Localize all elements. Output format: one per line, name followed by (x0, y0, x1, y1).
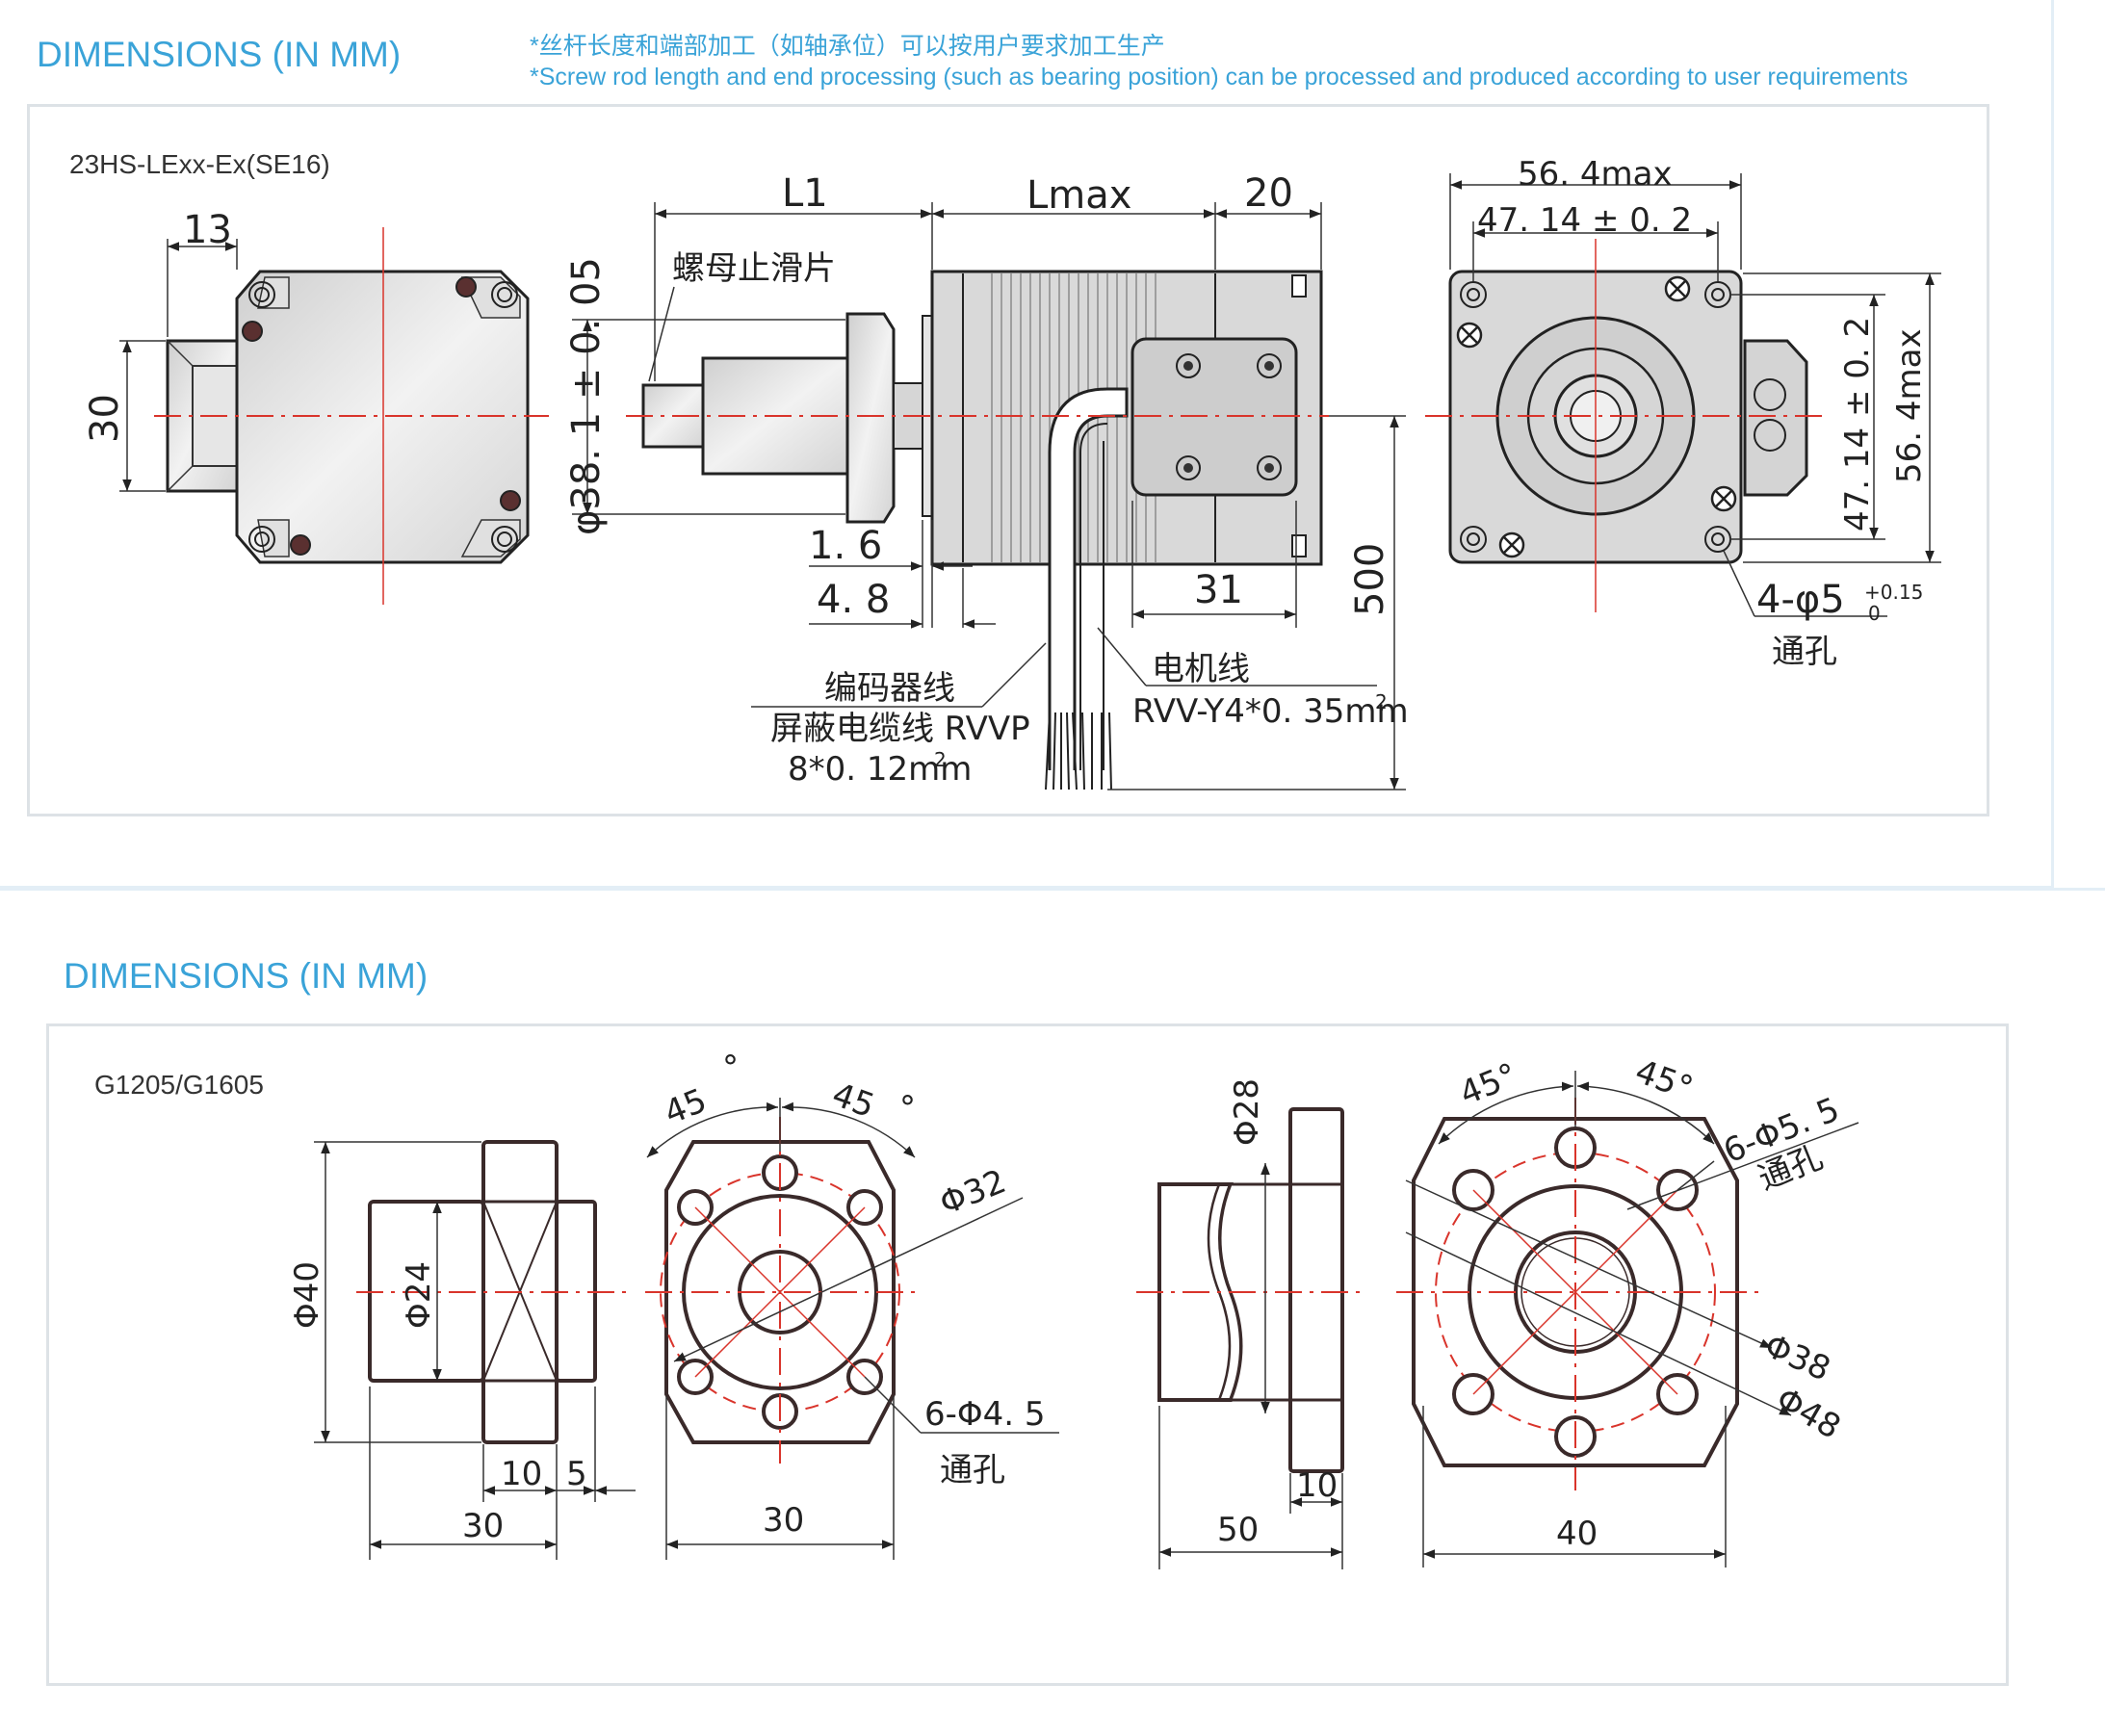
dim-40-b: 40 (1556, 1515, 1598, 1553)
dim-Lmax: Lmax (1027, 173, 1131, 218)
motor-rear-view (1425, 239, 1830, 612)
dim-phi24: Φ24 (400, 1261, 438, 1329)
dim-L1: L1 (782, 171, 828, 216)
dim-47-14-w: 47. 14 ± 0. 2 (1477, 201, 1692, 240)
motor-body-square (235, 270, 530, 564)
motor-front-view (154, 227, 549, 605)
dim-500: 500 (1348, 543, 1392, 616)
top-notes: *丝杆长度和端部加工（如轴承位）可以按用户要求加工生产 *Screw rod l… (530, 31, 1908, 92)
dim-phi40: Φ40 (288, 1261, 326, 1329)
nut-side-view-2 (1136, 1107, 1367, 1473)
label-through-hole-top: 通孔 (1772, 633, 1837, 671)
motor-side-view (626, 270, 1329, 790)
label-encoder-cable: 编码器线 (824, 669, 955, 708)
note-english: *Screw rod length and end processing (su… (530, 64, 1909, 91)
front-view-dims: 13 30 (83, 208, 238, 492)
dim-phi28: Φ28 (1228, 1078, 1266, 1146)
dim-56-4max-w: 56. 4max (1518, 155, 1673, 194)
dim-phi48: Φ48 (1770, 1380, 1848, 1447)
label-motor-cable: 电机线 (1152, 650, 1250, 688)
dim-20: 20 (1244, 171, 1293, 216)
label-nut-plate: 螺母止滑片 (672, 249, 836, 288)
label-motor-spec-sup: 2 (1375, 690, 1388, 713)
nut-flange (845, 312, 896, 524)
dim-6-holes-4-5: 6-Φ4. 5 (924, 1395, 1046, 1434)
label-encoder-spec-sup: 2 (934, 748, 947, 771)
bottom-dimensions-panel: DIMENSIONS (IN MM) (0, 888, 2105, 1736)
dim-30-b: 30 (763, 1501, 804, 1540)
encoder-cable (1048, 387, 1129, 770)
dim-10-b: 10 (1296, 1466, 1338, 1505)
dim-shaft-diameter: φ38. 1 ± 0. 05 (564, 257, 609, 535)
angle-45-right: 45 (827, 1075, 879, 1126)
dim-holes-tol-upper: +0.15 (1864, 581, 1923, 604)
note-chinese: *丝杆长度和端部加工（如轴承位）可以按用户要求加工生产 (530, 33, 1165, 60)
dim-4-8: 4. 8 (817, 578, 890, 622)
dim-4-holes: 4-φ5 (1756, 578, 1845, 622)
dim-31: 31 (1194, 568, 1243, 612)
dim-13: 13 (183, 208, 232, 252)
nut-side-view-2-dims: Φ28 10 50 (1158, 1078, 1343, 1569)
dim-47-14-h: 47. 14 ± 0. 2 (1838, 317, 1877, 531)
dim-5: 5 (566, 1455, 587, 1493)
dim-10-a: 10 (501, 1455, 542, 1493)
top-model-label: 23HS-LExx-Ex(SE16) (69, 149, 330, 179)
angle-45-right-2: 45° (1630, 1052, 1698, 1108)
dim-1-6: 1. 6 (809, 524, 882, 568)
nut-side-view-1 (356, 1140, 626, 1444)
rear-view-dims: 56. 4max 47. 14 ± 0. 2 47. 14 ± 0. 2 56.… (1449, 155, 1941, 671)
side-view-dims: L1 Lmax 20 φ38. 1 ± 0. 05 螺母止滑片 1. 6 4. … (564, 171, 1409, 790)
label-encoder-spec: 8*0. 12mm (788, 750, 972, 789)
dim-30-a: 30 (462, 1507, 504, 1545)
label-encoder-shield: 屏蔽电缆线 RVVP (770, 710, 1030, 748)
angle-45-left-deg: ° (722, 1049, 739, 1087)
dim-phi38: Φ38 (1758, 1327, 1835, 1389)
label-motor-spec: RVV-Y4*0. 35mm (1132, 692, 1409, 731)
nut-flange-2 (1288, 1107, 1344, 1473)
top-heading: DIMENSIONS (IN MM) (37, 35, 402, 74)
dim-50: 50 (1217, 1511, 1259, 1549)
dim-phi32: Φ32 (934, 1162, 1011, 1223)
nut-front-view-1 (645, 1117, 915, 1464)
label-through-hole-1: 通孔 (940, 1451, 1005, 1490)
dim-30-top: 30 (83, 394, 127, 443)
nut-side-view-1-dims: Φ40 Φ24 10 5 30 (288, 1141, 636, 1560)
bottom-heading: DIMENSIONS (IN MM) (64, 956, 429, 996)
angle-45-left-2: 45° (1454, 1056, 1522, 1114)
bottom-model-label: G1205/G1605 (94, 1070, 264, 1100)
nut-front-view-2 (1396, 1098, 1762, 1490)
dim-56-4max-h: 56. 4max (1890, 328, 1929, 483)
dim-holes-tol-lower: 0 (1868, 602, 1881, 625)
angle-45-left: 45 (659, 1081, 712, 1132)
angle-45-right-deg: ° (899, 1089, 916, 1127)
nut-front-view-1-dims: 45 ° 45 ° Φ32 6-Φ4. 5 通孔 30 (646, 1049, 1059, 1560)
